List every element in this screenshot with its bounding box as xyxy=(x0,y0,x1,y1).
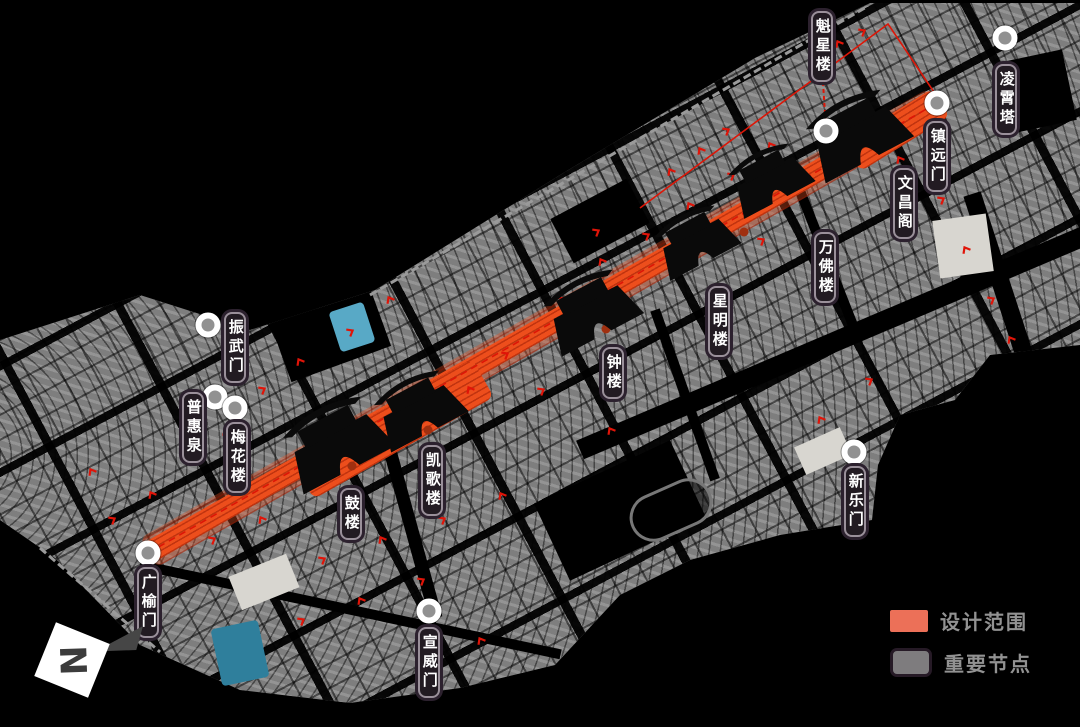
node-marker-xuanweimen xyxy=(416,598,442,624)
legend: 设计范围 重要节点 xyxy=(890,606,1032,677)
node-label-guangyumen: 广榆门 xyxy=(137,567,159,638)
node-label-kaigelou: 凯歌楼 xyxy=(421,445,443,516)
node-label-zhenwumen: 振武门 xyxy=(224,312,246,383)
node-marker-zhenwumen xyxy=(195,312,221,338)
node-label-zhenyuanmen: 镇远门 xyxy=(926,121,948,192)
node-label-lingxiaota: 凌霄塔 xyxy=(995,64,1017,135)
node-label-wanfolou: 万佛楼 xyxy=(814,232,836,303)
node-label-zhonglou: 钟楼 xyxy=(602,347,624,399)
design-scope-label: 设计范围 xyxy=(940,610,1028,634)
node-label-meihualou: 梅花楼 xyxy=(226,422,248,493)
node-marker-meihualou xyxy=(222,395,248,421)
node-label-kuixinglou: 魁星楼 xyxy=(811,11,833,82)
north-arrow: N xyxy=(34,622,110,698)
highlight-compound xyxy=(932,213,994,279)
north-label: N xyxy=(50,644,94,676)
node-marker-guangyumen xyxy=(135,540,161,566)
node-label-puhuiquan: 普惠泉 xyxy=(182,392,204,463)
node-label-xinlemen: 新乐门 xyxy=(844,466,866,537)
node-label-gulou: 鼓楼 xyxy=(340,488,362,540)
node-label-xingminglou: 星明楼 xyxy=(708,286,730,357)
node-label-xuanweimen: 宣威门 xyxy=(418,627,440,698)
key-node-swatch xyxy=(890,648,932,677)
node-marker-lingxiaota xyxy=(992,25,1018,51)
key-node-label: 重要节点 xyxy=(944,652,1032,676)
node-marker-xinlemen xyxy=(841,439,867,465)
legend-item-design-scope: 设计范围 xyxy=(890,606,1032,635)
design-scope-swatch xyxy=(890,609,928,632)
legend-item-key-node: 重要节点 xyxy=(890,648,1032,677)
node-label-wenchangge: 文昌阁 xyxy=(893,168,915,239)
node-marker-kuixinglou xyxy=(813,118,839,144)
node-marker-zhenyuanmen xyxy=(924,90,950,116)
